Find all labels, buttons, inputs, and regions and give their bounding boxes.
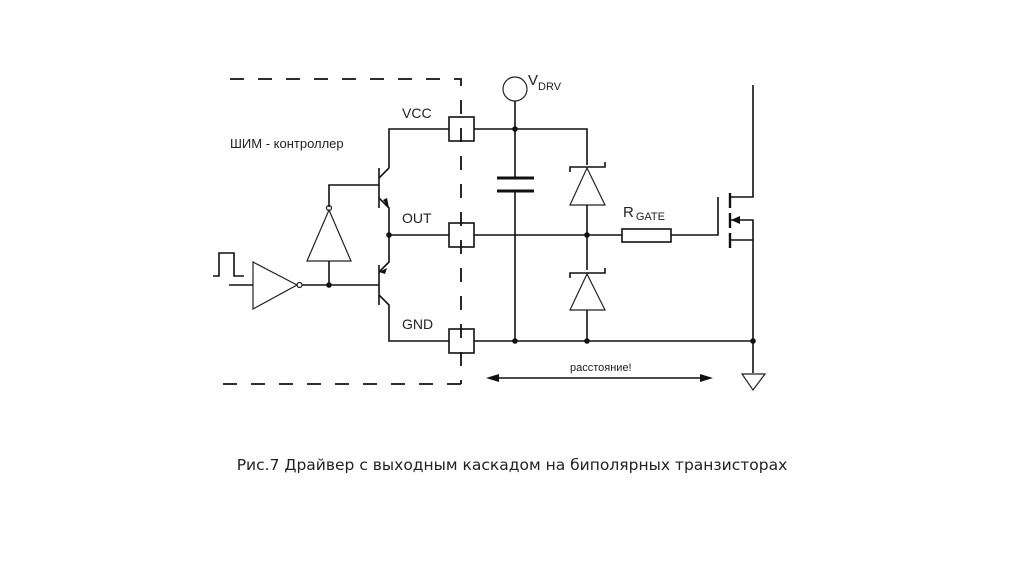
zener-diode-top [569, 162, 606, 270]
distance-label: расстояние! [570, 362, 632, 374]
inverter-input [229, 261, 303, 311]
vcc-rail [474, 128, 588, 165]
controller-label: ШИМ - контроллер [230, 136, 344, 151]
ground-icon [740, 341, 767, 392]
gate-resistor [621, 228, 672, 243]
junction-dot [584, 338, 590, 344]
junction-dot [512, 126, 518, 132]
pwm-pulse-icon [213, 252, 244, 277]
junction-dot [512, 338, 518, 344]
distance-arrow [486, 374, 713, 382]
pin-label-out: OUT [402, 210, 432, 226]
junction-dot [326, 282, 332, 288]
figure-caption: Рис.7 Драйвер с выходным каскадом на бип… [236, 456, 788, 474]
junction-dot [584, 232, 590, 238]
controller-boundary [222, 78, 462, 385]
junction-dot [386, 232, 392, 238]
vdrv-label: VDRV [528, 72, 562, 93]
pnp-transistor-bottom [302, 235, 449, 342]
mosfet [728, 85, 754, 341]
pin-label-gnd: GND [402, 316, 433, 332]
vdrv-source [502, 76, 528, 102]
capacitor [497, 176, 534, 341]
buffer-up [306, 204, 352, 285]
npn-transistor-top [328, 128, 449, 235]
gate-wire [671, 197, 719, 236]
zener-diode-bottom [569, 268, 606, 341]
pin-label-vcc: VCC [402, 105, 432, 121]
